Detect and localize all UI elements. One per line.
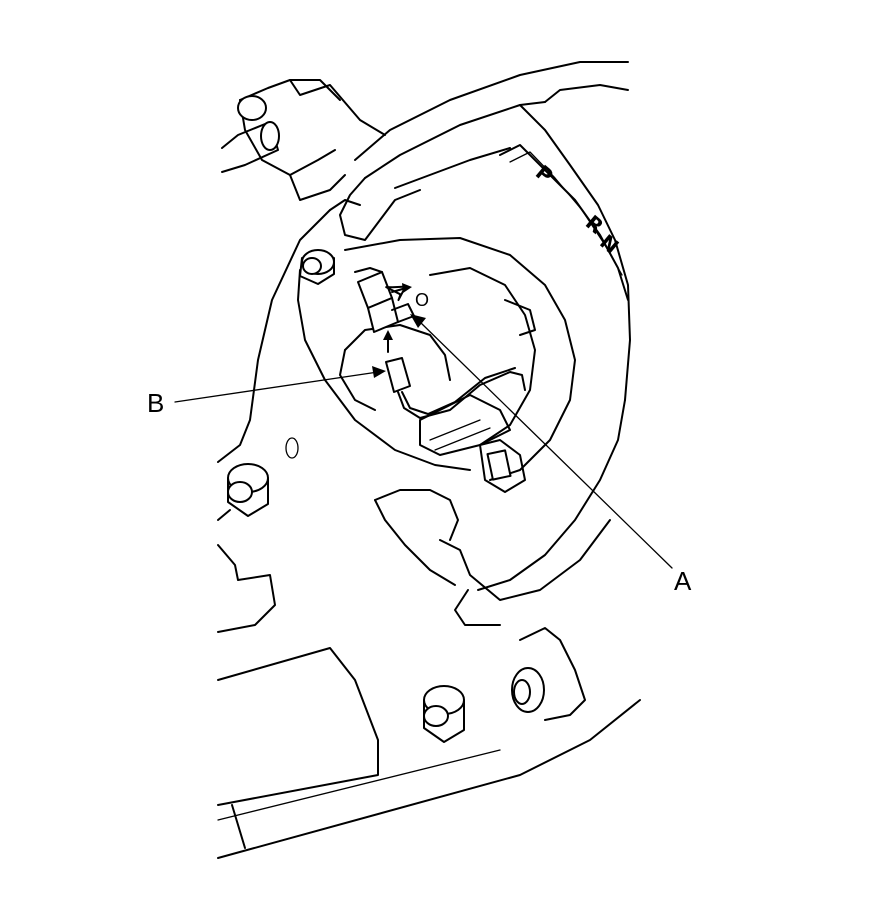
callout-label-a: A bbox=[674, 566, 692, 596]
steering-wheel-hub bbox=[329, 61, 631, 626]
connector-b bbox=[385, 357, 526, 419]
mounting-nut-left-middle bbox=[227, 463, 269, 517]
mounting-bolt-lower-right bbox=[511, 627, 586, 721]
callout-leader-b bbox=[174, 366, 386, 403]
small-mark-o: O bbox=[415, 290, 429, 310]
hub-inner-cavity bbox=[297, 237, 576, 493]
upper-shaft-assembly bbox=[221, 79, 386, 201]
callout-label-b: B bbox=[147, 388, 164, 418]
callout-leader-a bbox=[410, 314, 673, 569]
mounting-nut-lower bbox=[423, 685, 465, 743]
gear-indicator-panel: P R N bbox=[499, 144, 629, 301]
gear-letter-p: P bbox=[531, 160, 558, 188]
connection-arrows bbox=[383, 283, 412, 353]
lower-column-housing bbox=[217, 209, 641, 859]
mounting-nut-left-upper bbox=[299, 249, 335, 285]
